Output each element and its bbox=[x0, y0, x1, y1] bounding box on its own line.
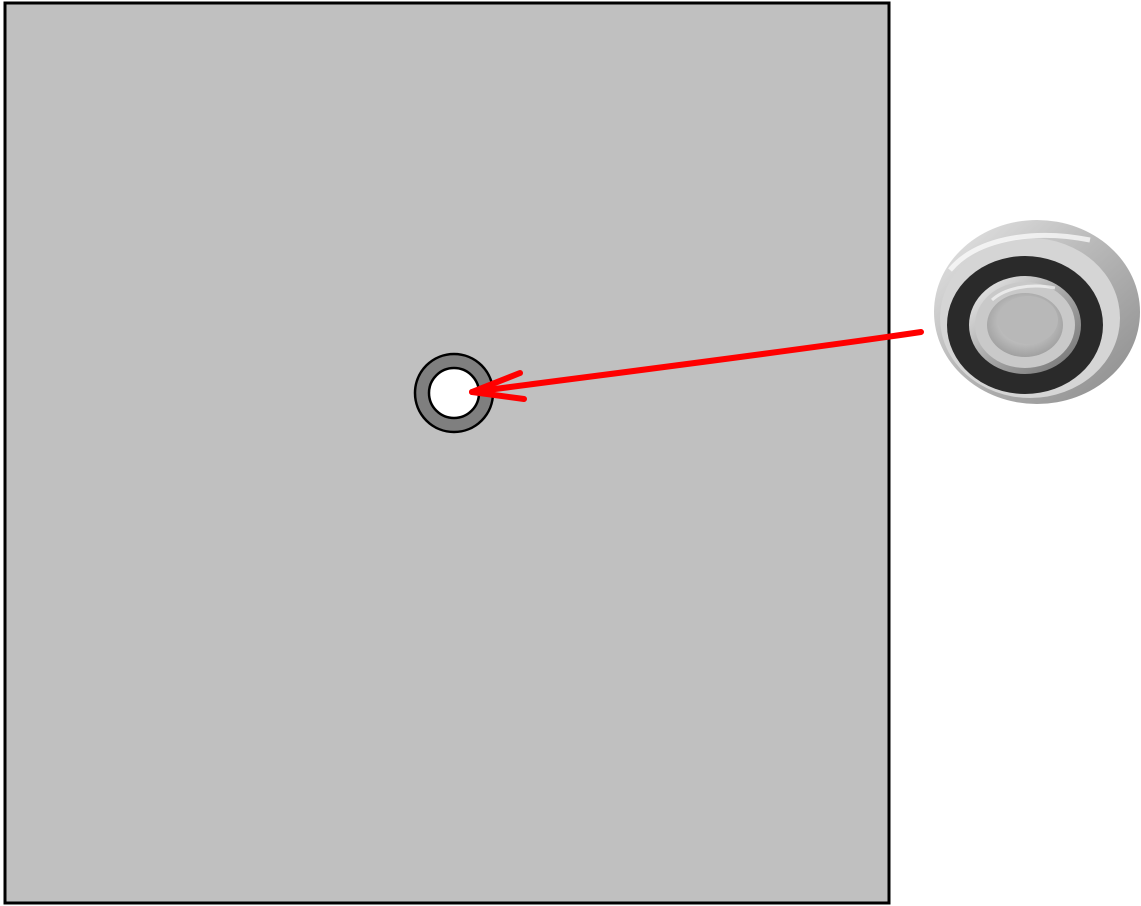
plate-panel bbox=[5, 3, 889, 903]
ball-bearing-icon bbox=[934, 220, 1140, 404]
